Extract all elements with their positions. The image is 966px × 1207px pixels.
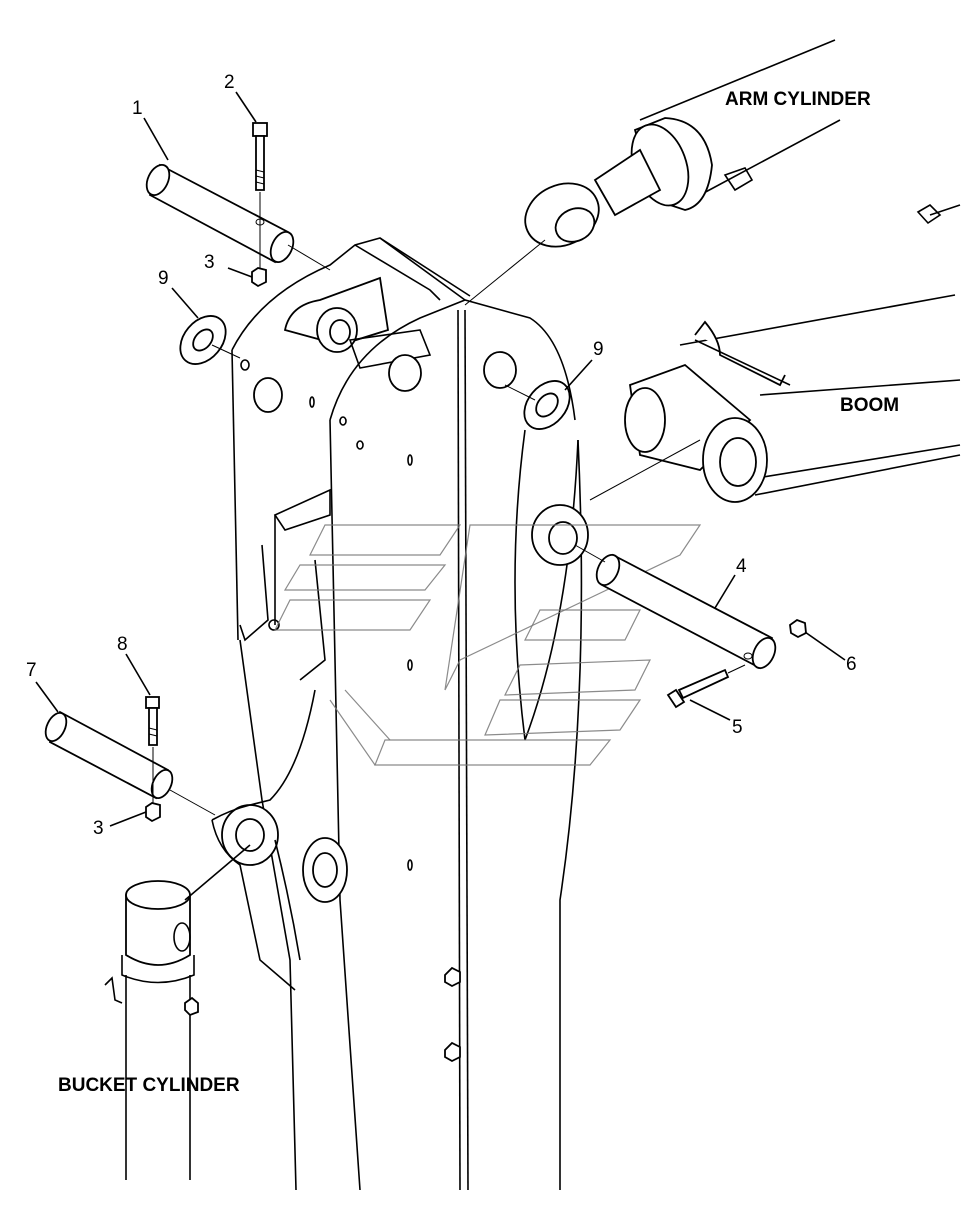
nut-6 <box>789 618 807 639</box>
label-boom: BOOM <box>840 395 899 416</box>
watermark-logo <box>274 524 702 766</box>
callout-8: 8 <box>117 634 128 655</box>
leader-9-left <box>171 287 199 319</box>
callout-5: 5 <box>732 717 743 738</box>
callout-4: 4 <box>736 556 747 577</box>
callout-3-upper: 3 <box>204 252 215 273</box>
pin-1 <box>145 163 295 264</box>
leader-8 <box>125 653 151 696</box>
leader-3-lower <box>109 811 147 827</box>
nut-3-upper <box>227 267 267 288</box>
washer-9-left <box>179 315 241 365</box>
leader-1 <box>143 117 169 161</box>
label-arm-cylinder: ARM CYLINDER <box>725 89 871 110</box>
arm-body <box>211 237 589 1191</box>
callout-9-right: 9 <box>593 339 604 360</box>
label-bucket-cylinder: BUCKET CYLINDER <box>58 1075 240 1096</box>
callout-2: 2 <box>224 72 235 93</box>
arm-cylinder <box>524 39 841 248</box>
bolt-2 <box>252 122 268 270</box>
callout-1: 1 <box>132 98 143 119</box>
bucket-cylinder <box>104 844 251 1180</box>
callout-9-left: 9 <box>158 268 169 289</box>
callout-3-lower: 3 <box>93 818 104 839</box>
leader-6 <box>804 631 846 661</box>
pin-7 <box>44 710 216 816</box>
washer-9-right <box>504 380 571 430</box>
bolt-8 <box>145 696 160 805</box>
leader-boom-to-arm <box>589 439 701 501</box>
leader-4 <box>714 574 736 609</box>
nut-3-lower <box>145 802 161 823</box>
leader-7 <box>35 681 59 713</box>
leader-arm-to-cylinder <box>464 239 546 306</box>
callout-6: 6 <box>846 654 857 675</box>
callout-7: 7 <box>26 660 37 681</box>
pin-4 <box>574 544 777 670</box>
leader-2 <box>235 91 257 123</box>
boom <box>624 203 961 503</box>
leader-5 <box>689 699 731 721</box>
leader-pin1-to-arm <box>287 244 331 271</box>
leader-9-right <box>564 359 593 391</box>
bolt-5 <box>666 664 746 709</box>
